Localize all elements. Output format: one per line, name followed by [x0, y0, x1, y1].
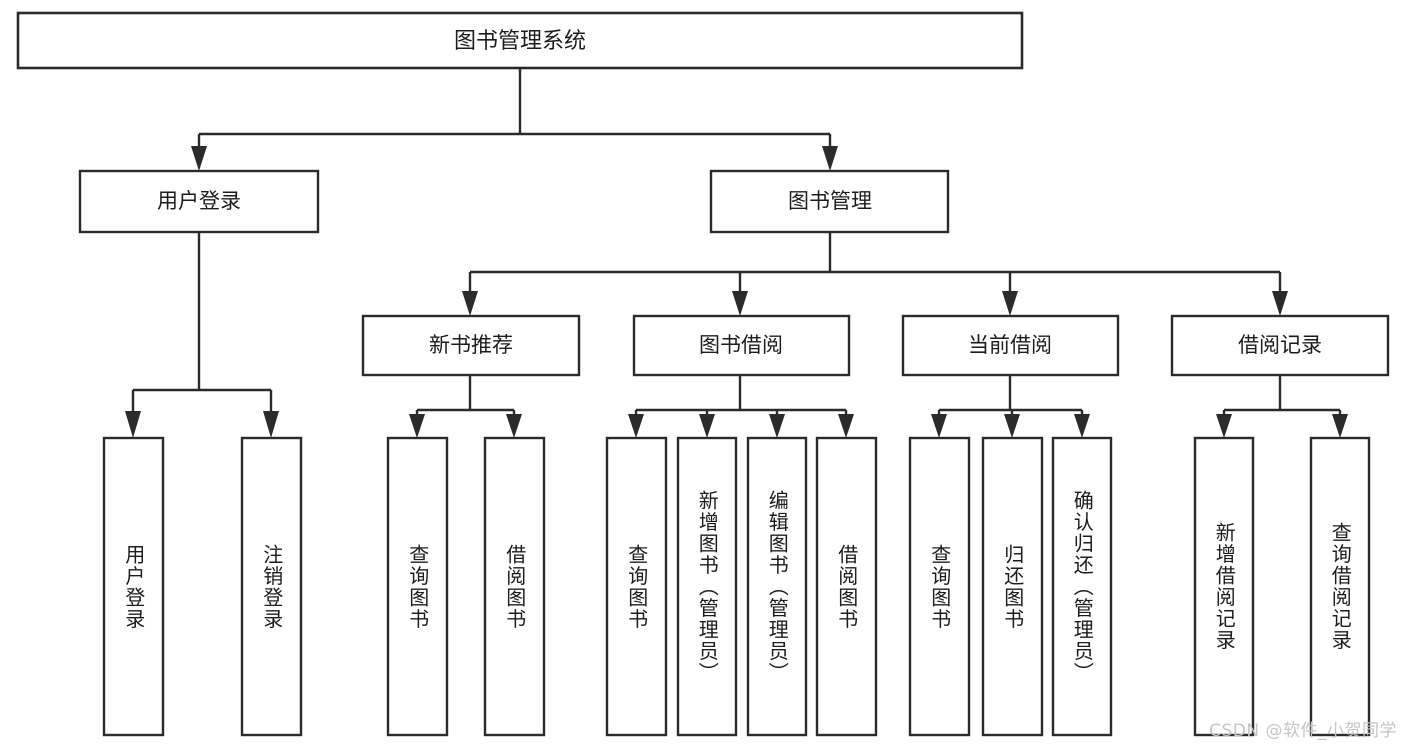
user-login-box[interactable] [78, 169, 320, 234]
leaf-box-borrow-book-1[interactable] [483, 436, 546, 737]
node-new-book-recommend[interactable]: 新书推荐 [361, 314, 581, 377]
node-root[interactable]: 图书管理系统 [16, 11, 1024, 70]
new-book-recommend-label: 新书推荐 [429, 333, 513, 357]
leaf-box-add-book[interactable] [676, 436, 738, 737]
leaf-box-borrow-book-2[interactable] [815, 436, 878, 737]
arrow-to-leaf-query-record [1332, 414, 1348, 438]
leaf-box-query-record[interactable] [1309, 436, 1371, 737]
leaf-box-logout[interactable] [240, 436, 303, 737]
arrow-to-leaf-borrow-book-1 [506, 414, 522, 438]
node-book-management[interactable]: 图书管理 [709, 169, 950, 234]
user-login-label: 用户登录 [157, 189, 241, 213]
node-book-borrow[interactable]: 图书借阅 [632, 314, 851, 377]
node-borrow-record[interactable]: 借阅记录 [1170, 314, 1390, 377]
leaf-box-query-book-3[interactable] [908, 436, 971, 737]
leaf-box-edit-book[interactable] [746, 436, 808, 737]
book-management-label: 图书管理 [788, 189, 872, 213]
arrow-to-leaf-add-record [1216, 414, 1232, 438]
leaf-box-confirm-return[interactable] [1051, 436, 1113, 737]
leaf-box-query-book-2[interactable] [605, 436, 668, 737]
leaf-box-query-book-1[interactable] [386, 436, 449, 737]
arrow-to-leaf-query-book-2 [628, 414, 644, 438]
arrow-to-new-book-rec [462, 291, 478, 316]
arrow-to-borrow-record [1272, 291, 1288, 316]
arrow-to-leaf-query-book-3 [931, 414, 947, 438]
leaf-layer [102, 436, 1371, 737]
leaf-box-return-book[interactable] [981, 436, 1044, 737]
book-borrow-box[interactable] [632, 314, 851, 377]
node-user-login[interactable]: 用户登录 [78, 169, 320, 234]
borrow-record-box[interactable] [1170, 314, 1390, 377]
arrow-to-user-login [191, 146, 207, 171]
current-borrow-label: 当前借阅 [968, 333, 1052, 357]
node-current-borrow[interactable]: 当前借阅 [901, 314, 1120, 377]
csdn-watermark: CSDN @软件_小贺同学 [1209, 721, 1397, 741]
arrow-to-leaf-add-book [699, 414, 715, 438]
arrow-to-leaf-borrow-book-2 [838, 414, 854, 438]
arrow-to-leaf-return-book [1004, 414, 1020, 438]
arrow-to-book-borrow [732, 291, 748, 316]
root-label: 图书管理系统 [454, 29, 586, 54]
arrow-to-leaf-confirm-return [1074, 414, 1090, 438]
arrow-to-book-mgmt [822, 146, 838, 171]
book-management-box[interactable] [709, 169, 950, 234]
leaf-box-add-record[interactable] [1193, 436, 1255, 737]
connector-layer [125, 68, 1348, 438]
new-book-recommend-box[interactable] [361, 314, 581, 377]
arrow-to-leaf-edit-book [769, 414, 785, 438]
arrow-to-leaf-query-book-1 [409, 414, 425, 438]
arrow-to-leaf-logout [263, 411, 279, 438]
arrow-to-current-borrow [1002, 291, 1018, 316]
borrow-record-label: 借阅记录 [1238, 333, 1322, 357]
current-borrow-box[interactable] [901, 314, 1120, 377]
root-box[interactable] [16, 11, 1024, 70]
arrow-to-leaf-user-login [125, 411, 141, 438]
leaf-box-user-login[interactable] [102, 436, 165, 737]
book-borrow-label: 图书借阅 [699, 333, 783, 357]
